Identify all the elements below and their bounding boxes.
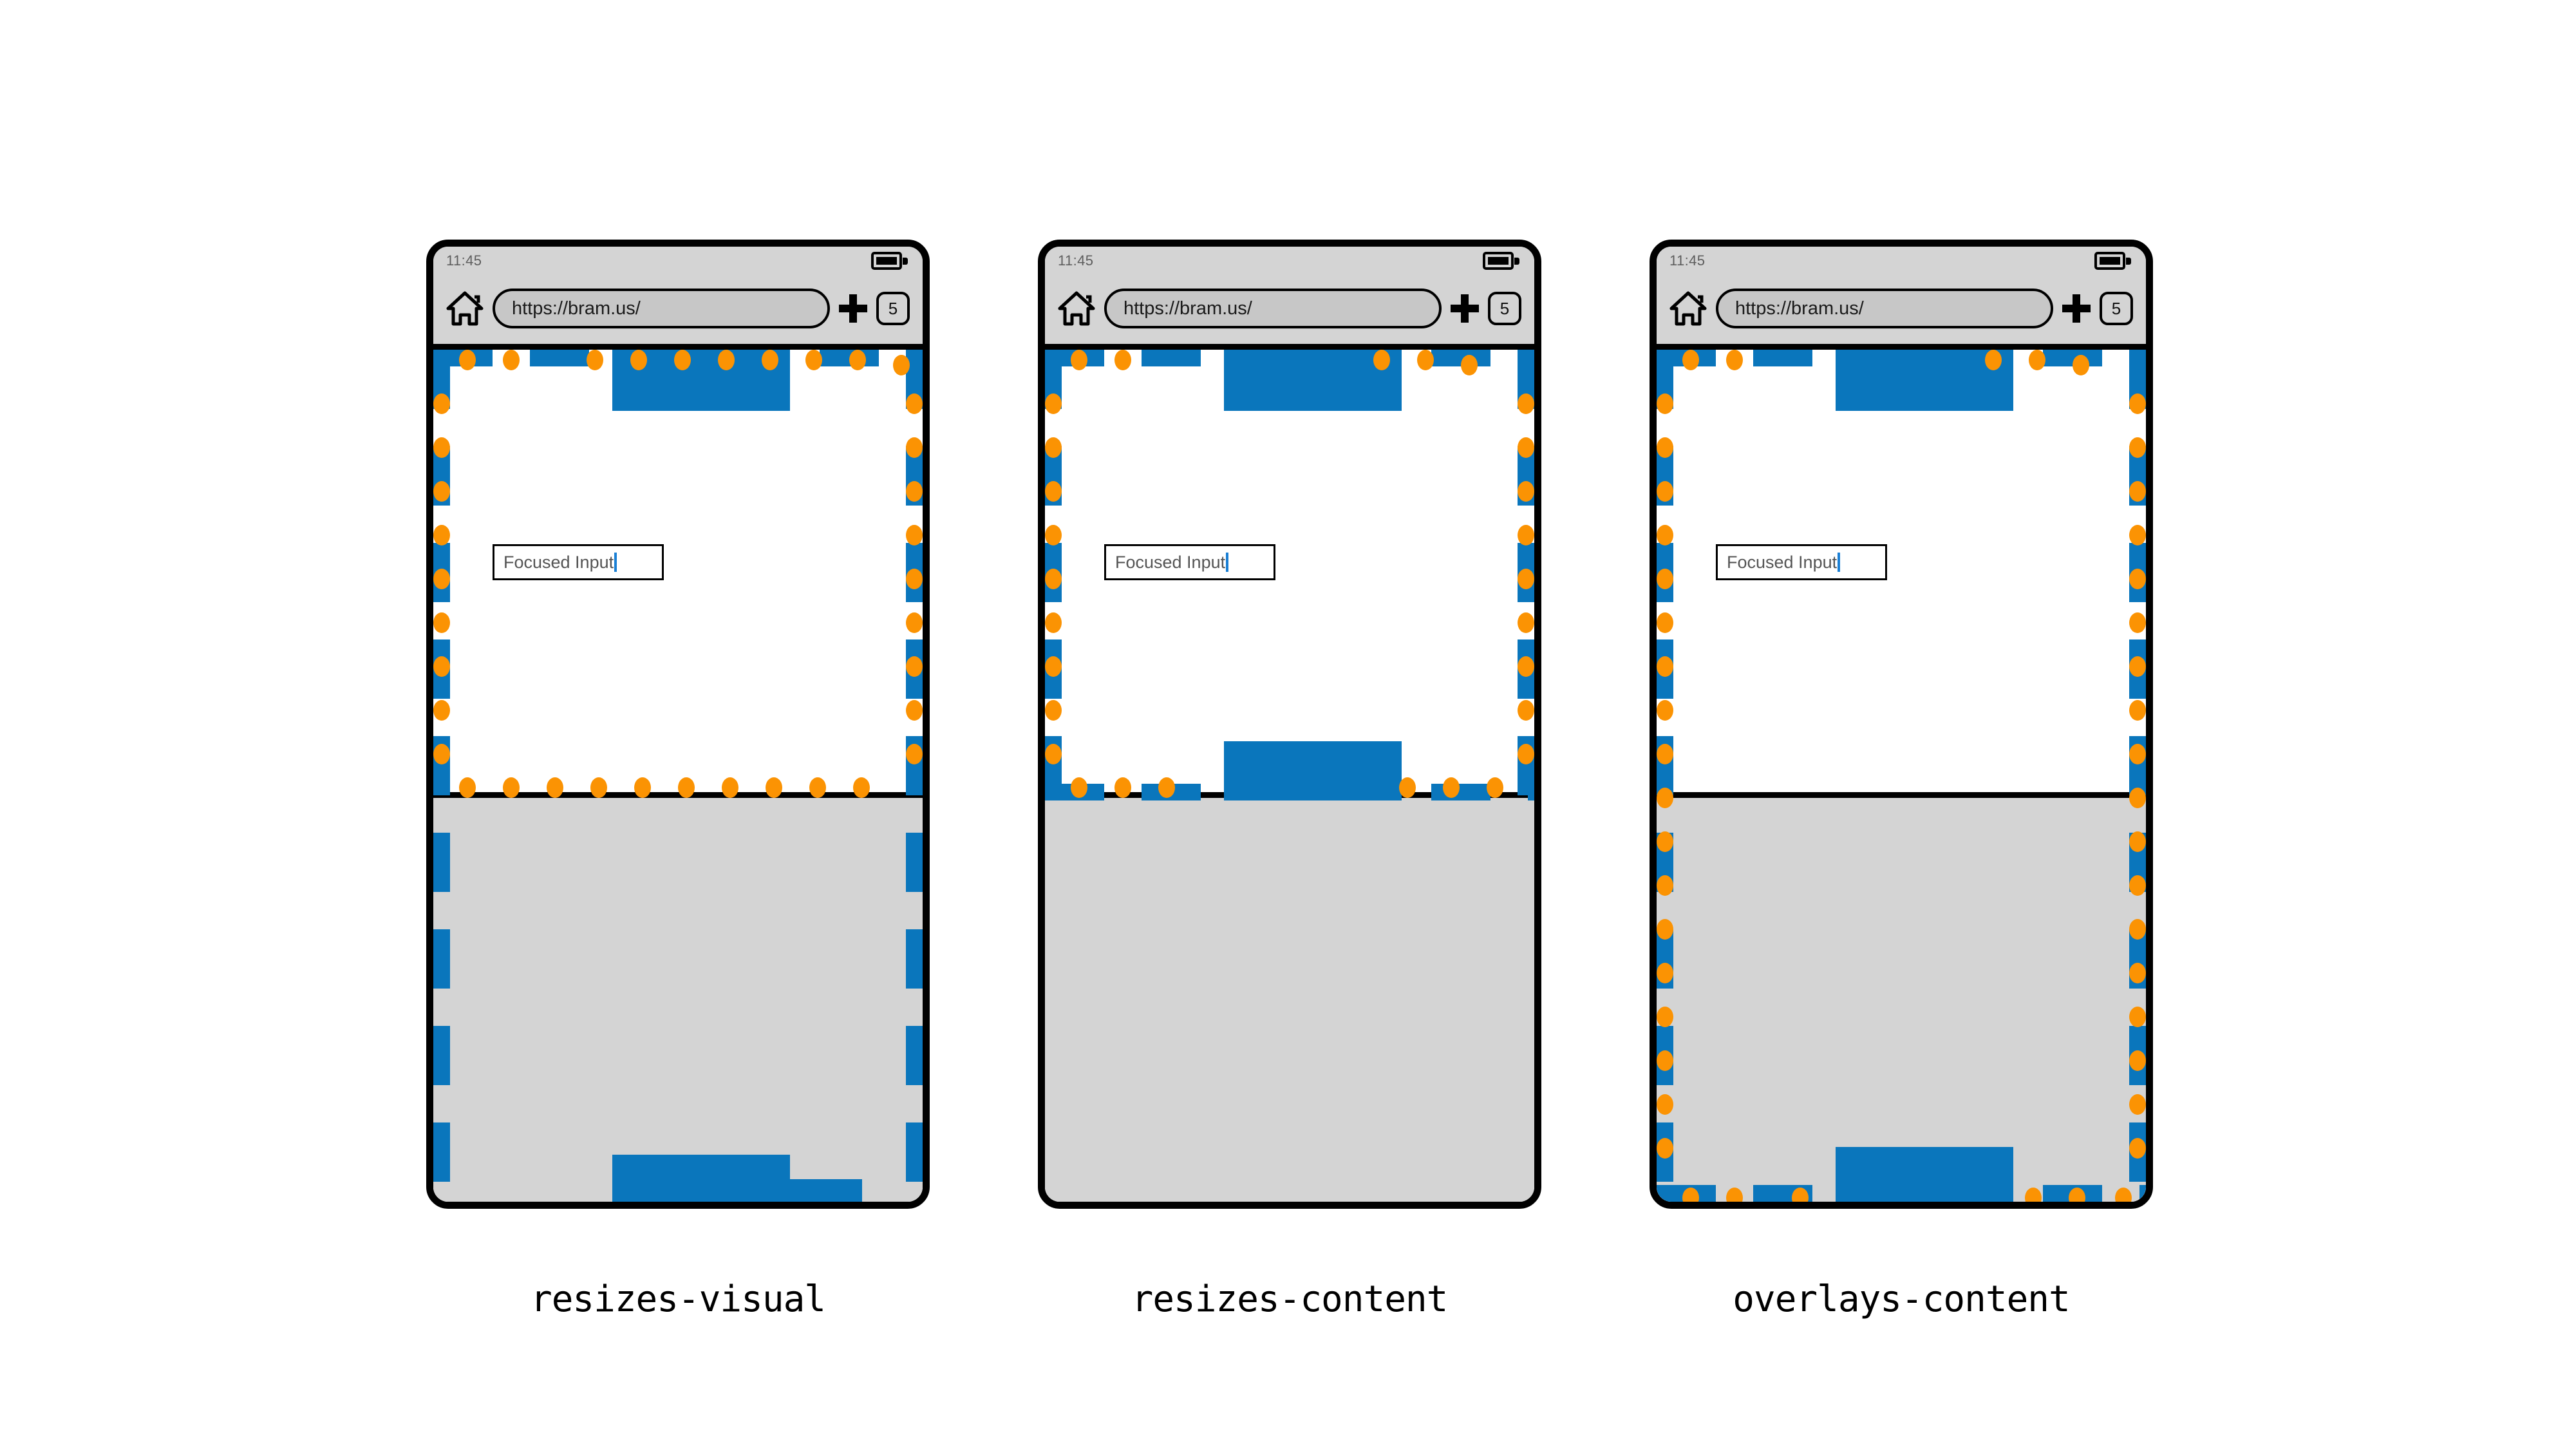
battery-full-icon (2094, 252, 2132, 271)
input-value: Focused Input (503, 552, 614, 572)
page-header-bar (612, 350, 790, 411)
browser-chrome: 11:45 https://bram.us/ (433, 247, 923, 350)
phone-shell: 11:45 https://bram.us/ (426, 240, 930, 1209)
home-icon[interactable] (1669, 291, 1707, 326)
focused-text-input[interactable]: Focused Input (1104, 544, 1275, 580)
status-clock: 11:45 (1058, 252, 1094, 269)
home-icon[interactable] (446, 291, 484, 326)
page-header-bar (1224, 350, 1402, 411)
focused-text-input[interactable]: Focused Input (1716, 544, 1887, 580)
url-text: https://bram.us/ (1123, 298, 1252, 319)
home-icon[interactable] (1058, 291, 1095, 326)
input-value: Focused Input (1115, 552, 1226, 572)
page-area: Focused Input (433, 350, 923, 1202)
focused-text-input[interactable]: Focused Input (493, 544, 664, 580)
page-footer-bar-tail (790, 1179, 862, 1202)
virtual-keyboard[interactable] (1045, 792, 1534, 1202)
plus-icon[interactable] (2062, 294, 2091, 323)
browser-toolbar: https://bram.us/ 5 (433, 278, 923, 339)
url-text: https://bram.us/ (512, 298, 641, 319)
phone-shell: 11:45 https://bram.us/ (1038, 240, 1541, 1209)
page-footer-bar (1836, 1147, 2013, 1202)
virtual-keyboard[interactable] (433, 792, 923, 1202)
status-clock: 11:45 (446, 252, 482, 269)
input-value: Focused Input (1727, 552, 1838, 572)
url-text: https://bram.us/ (1735, 298, 1864, 319)
page-area: Focused Input (1045, 350, 1534, 1202)
browser-chrome: 11:45 https://bram.us/ (1045, 247, 1534, 350)
text-caret (614, 553, 617, 572)
browser-toolbar: https://bram.us/ 5 (1657, 278, 2146, 339)
page-footer-bar (1224, 741, 1402, 800)
text-caret (1226, 553, 1229, 572)
caption-resizes-visual: resizes-visual (530, 1278, 826, 1320)
status-clock: 11:45 (1669, 252, 1706, 269)
virtual-keyboard[interactable] (1657, 792, 2146, 1202)
page-area: Focused Input (1657, 350, 2146, 1202)
tab-count-button[interactable]: 5 (1488, 292, 1521, 325)
caption-overlays-content: overlays-content (1733, 1278, 2070, 1320)
caption-resizes-content: resizes-content (1131, 1278, 1449, 1320)
url-bar[interactable]: https://bram.us/ (493, 289, 830, 328)
browser-toolbar: https://bram.us/ 5 (1045, 278, 1534, 339)
phone-mockup-resizes-visual: 11:45 https://bram.us/ (426, 240, 930, 1209)
battery-full-icon (871, 252, 908, 271)
phone-shell: 11:45 https://bram.us/ (1650, 240, 2153, 1209)
plus-icon[interactable] (1451, 294, 1479, 323)
tab-count-button[interactable]: 5 (2100, 292, 2133, 325)
page-footer-bar (612, 1155, 790, 1202)
tab-count-button[interactable]: 5 (876, 292, 910, 325)
battery-full-icon (1483, 252, 1520, 271)
browser-chrome: 11:45 https://bram.us/ (1657, 247, 2146, 350)
phone-mockup-resizes-content: 11:45 https://bram.us/ (1038, 240, 1541, 1209)
page-header-bar (1836, 350, 2013, 411)
url-bar[interactable]: https://bram.us/ (1716, 289, 2053, 328)
phone-mockup-overlays-content: 11:45 https://bram.us/ (1650, 240, 2153, 1209)
text-caret (1838, 553, 1841, 572)
url-bar[interactable]: https://bram.us/ (1104, 289, 1442, 328)
plus-icon[interactable] (839, 294, 867, 323)
